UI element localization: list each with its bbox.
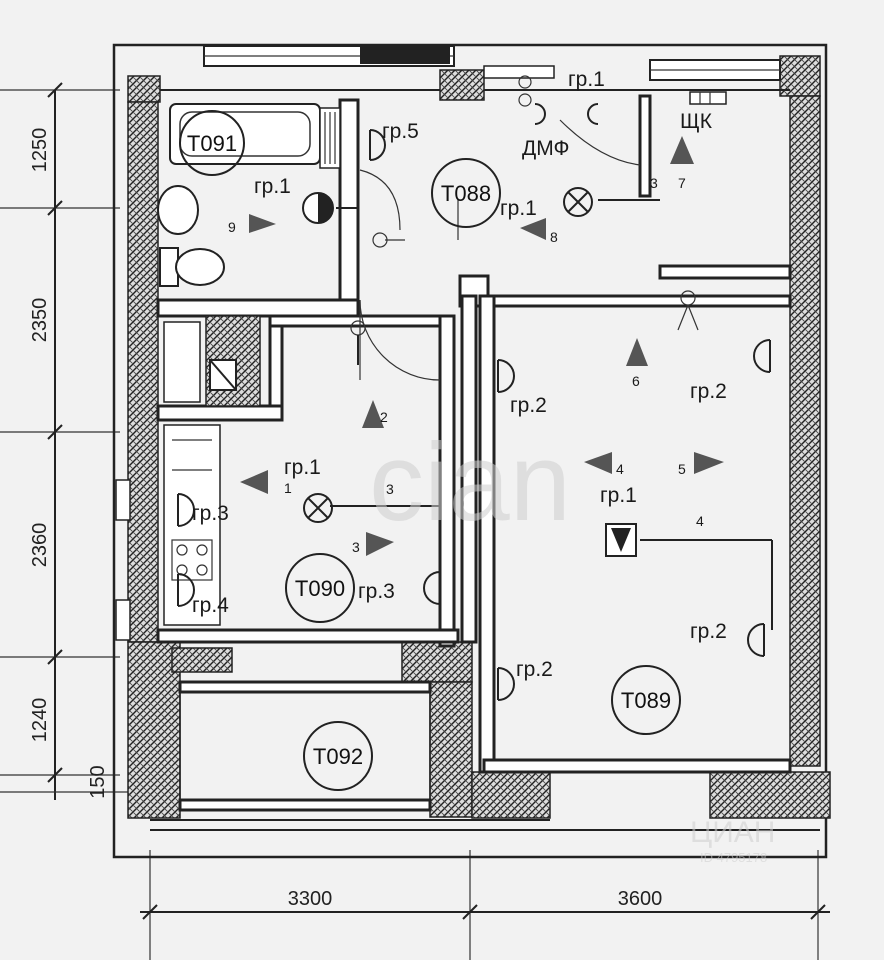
kitchen-counter xyxy=(163,424,221,626)
socket-icon xyxy=(177,103,771,701)
wall-lamp-icon xyxy=(350,75,699,365)
label-gr2-d: гр.2 xyxy=(516,658,553,681)
direction-markers xyxy=(240,136,724,556)
circuit-labels: гр.1 гр.5 ДМФ ЩК гр.1 гр.1 гр.2 гр.2 гр.… xyxy=(192,68,727,681)
media-outlet-icon xyxy=(605,523,637,557)
watermark: cian ЦИАН ID 4795178 xyxy=(369,421,775,865)
dimension-2350: 2350 xyxy=(29,298,51,343)
marker-3-kitchen-a: 3 xyxy=(386,481,394,497)
label-gr4: гр.4 xyxy=(192,594,229,617)
marker-8: 8 xyxy=(550,229,558,245)
dimension-3600: 3600 xyxy=(618,888,663,910)
room-id-t092: T092 xyxy=(313,744,363,769)
room-labels: T091 T088 T090 T089 T092 xyxy=(187,131,671,769)
ceiling-light-icon xyxy=(563,187,593,217)
left-dimension-line: 1250 2350 2360 1240 150 xyxy=(0,82,130,800)
marker-3-kitchen-b: 3 xyxy=(352,539,360,555)
marker-numbers: 1 2 3 3 3 4 4 5 6 7 8 9 xyxy=(228,175,704,555)
shelf-unit xyxy=(163,321,201,403)
room-id-t089: T089 xyxy=(621,688,671,713)
dimension-150: 150 xyxy=(87,765,109,798)
washing-machine xyxy=(319,107,341,169)
label-gr5: гр.5 xyxy=(382,120,419,143)
label-dmf: ДМФ xyxy=(522,137,569,160)
balcony xyxy=(150,691,820,831)
electrical-panel-icon xyxy=(689,91,727,105)
marker-2: 2 xyxy=(380,409,388,425)
marker-9: 9 xyxy=(228,219,236,235)
room-id-t090: T090 xyxy=(295,576,345,601)
door-swings xyxy=(359,119,641,381)
marker-7: 7 xyxy=(678,175,686,191)
label-gr2-a: гр.2 xyxy=(510,394,547,417)
marker-1: 1 xyxy=(284,480,292,496)
exterior-walls xyxy=(127,55,831,819)
outer-frame xyxy=(112,43,828,859)
watermark-center: cian xyxy=(369,421,571,544)
room-id-t091: T091 xyxy=(187,131,237,156)
label-gr1-hall: гр.1 xyxy=(500,197,537,220)
marker-4-left: 4 xyxy=(616,461,624,477)
label-gr3-a: гр.3 xyxy=(192,502,229,525)
label-shk: ЩК xyxy=(680,110,713,133)
room-circles xyxy=(179,110,681,791)
dimension-1250: 1250 xyxy=(29,128,51,173)
watermark-id: ID 4795178 xyxy=(700,850,767,865)
marker-3-hall: 3 xyxy=(650,175,658,191)
marker-6: 6 xyxy=(632,373,640,389)
label-gr2-c: гр.2 xyxy=(690,620,727,643)
sink xyxy=(157,185,199,235)
room-id-t088: T088 xyxy=(441,181,491,206)
toilet xyxy=(159,247,225,287)
label-gr1-room: гр.1 xyxy=(600,484,637,507)
marker-5: 5 xyxy=(678,461,686,477)
watermark-corner: ЦИАН xyxy=(690,816,775,849)
kitchen-window xyxy=(115,479,131,641)
dimension-1240: 1240 xyxy=(29,698,51,743)
vent-shaft xyxy=(205,315,261,407)
label-gr2-b: гр.2 xyxy=(690,380,727,403)
marker-4-right: 4 xyxy=(696,513,704,529)
label-gr1-bath: гр.1 xyxy=(254,175,291,198)
bath-light-icon xyxy=(302,192,334,224)
ceiling-light-icon xyxy=(303,493,333,523)
label-gr3-b: гр.3 xyxy=(358,580,395,603)
electrical-wiring xyxy=(330,199,773,630)
dimension-3300: 3300 xyxy=(288,888,333,910)
label-gr1-kitchen: гр.1 xyxy=(284,456,321,479)
bottom-dimension-line: 3300 3600 xyxy=(140,850,830,960)
label-gr1-top: гр.1 xyxy=(568,68,605,91)
dimension-2360: 2360 xyxy=(29,523,51,568)
top-windows xyxy=(160,45,790,91)
